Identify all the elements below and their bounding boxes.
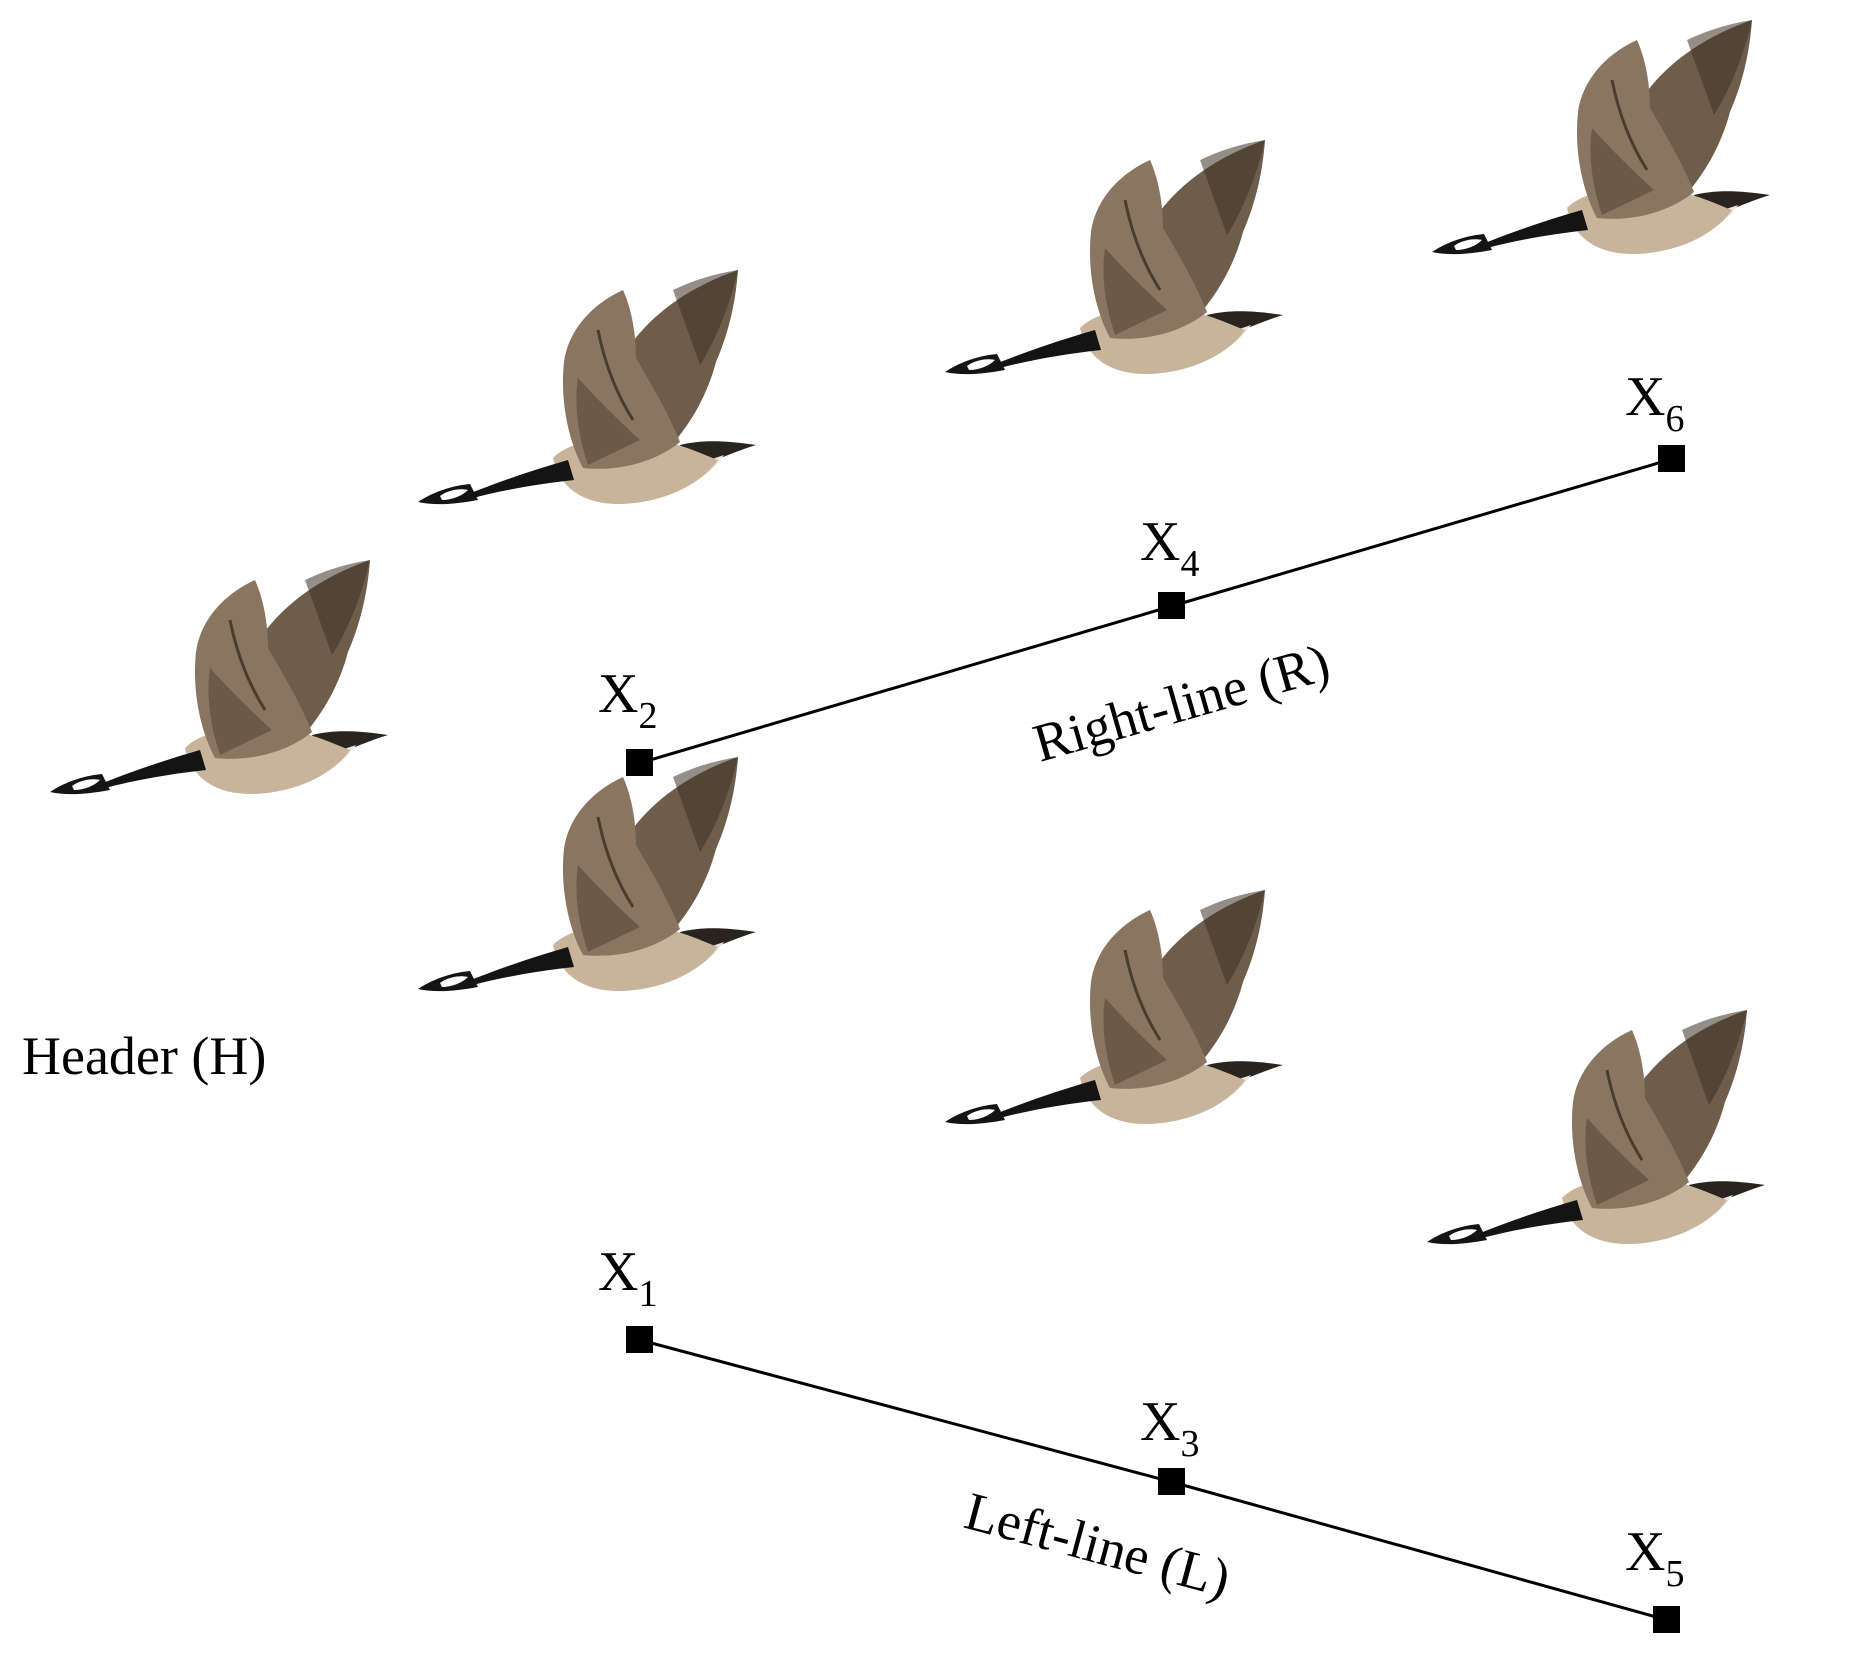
node-marker-x2 — [626, 749, 653, 776]
goose-icon-x3 — [943, 888, 1285, 1126]
node-marker-x6 — [1658, 445, 1685, 472]
goose-icon-x6 — [1430, 18, 1772, 256]
left-line-segment-2 — [1171, 1480, 1668, 1622]
goose-icon-x2 — [416, 268, 758, 506]
goose-icon-x1 — [416, 755, 758, 993]
node-marker-x4 — [1158, 592, 1185, 619]
node-label-x4: X4 — [1140, 511, 1199, 585]
node-label-x2: X2 — [598, 663, 657, 737]
node-label-x5: X5 — [1625, 1521, 1684, 1595]
node-label-x1: X1 — [598, 1241, 657, 1315]
header-label: Header (H) — [22, 1026, 266, 1086]
goose-icon-x4 — [943, 138, 1285, 376]
right-line-segment-1 — [639, 604, 1173, 765]
left-line-segment-1 — [639, 1338, 1173, 1484]
node-label-x3: X3 — [1140, 1391, 1199, 1465]
node-marker-x1 — [626, 1326, 653, 1353]
left-line-label: Left-line (L) — [959, 1481, 1237, 1609]
right-line-label: Right-line (R) — [1027, 632, 1336, 774]
node-label-x6: X6 — [1625, 366, 1684, 440]
goose-icon-x5 — [1425, 1008, 1767, 1246]
right-line-segment-2 — [1171, 457, 1673, 608]
node-marker-x5 — [1653, 1606, 1680, 1633]
node-marker-x3 — [1158, 1468, 1185, 1495]
goose-icon-header — [48, 558, 390, 796]
